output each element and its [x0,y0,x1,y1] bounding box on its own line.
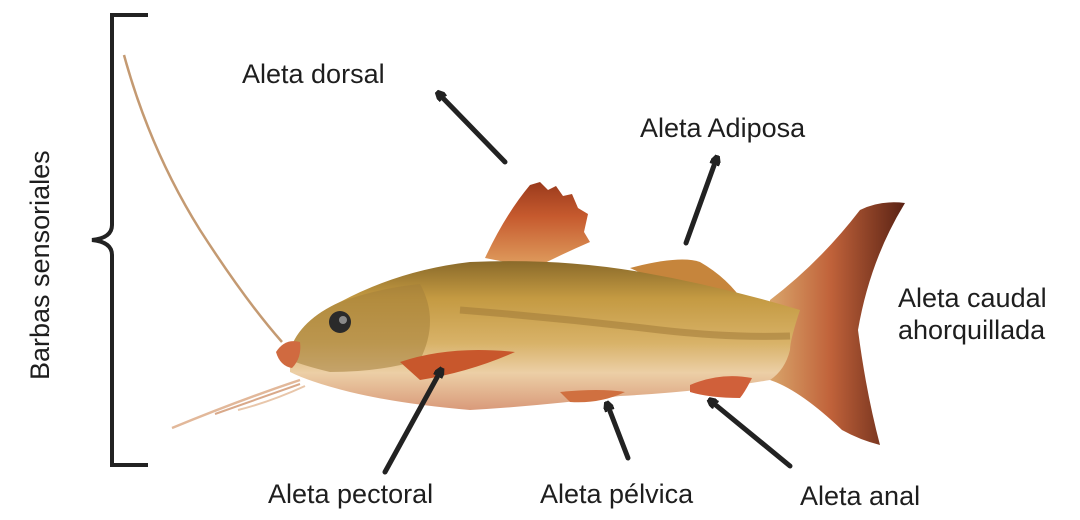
arrow-adiposa [686,160,716,243]
label-aleta-pectoral: Aleta pectoral [268,478,433,510]
label-aleta-caudal: Aleta caudal ahorquillada [898,282,1078,346]
label-barbas-sensoriales: Barbas sensoriales [24,150,56,380]
arrow-anal [712,402,790,466]
chin-barbels [172,380,305,428]
label-aleta-caudal-line1: Aleta caudal [898,282,1078,314]
label-aleta-pelvica: Aleta pélvica [540,478,693,510]
label-aleta-anal: Aleta anal [800,480,920,512]
fish-eye [329,311,351,333]
long-barbel [124,55,282,342]
label-aleta-caudal-line2: ahorquillada [898,314,1078,346]
label-aleta-adiposa: Aleta Adiposa [640,112,805,144]
arrow-dorsal [440,95,505,162]
label-aleta-dorsal: Aleta dorsal [242,58,385,90]
arrow-pelvica [608,406,628,458]
barbel-bracket [92,15,148,465]
dorsal-fin [485,182,590,268]
fish-head [290,284,430,372]
